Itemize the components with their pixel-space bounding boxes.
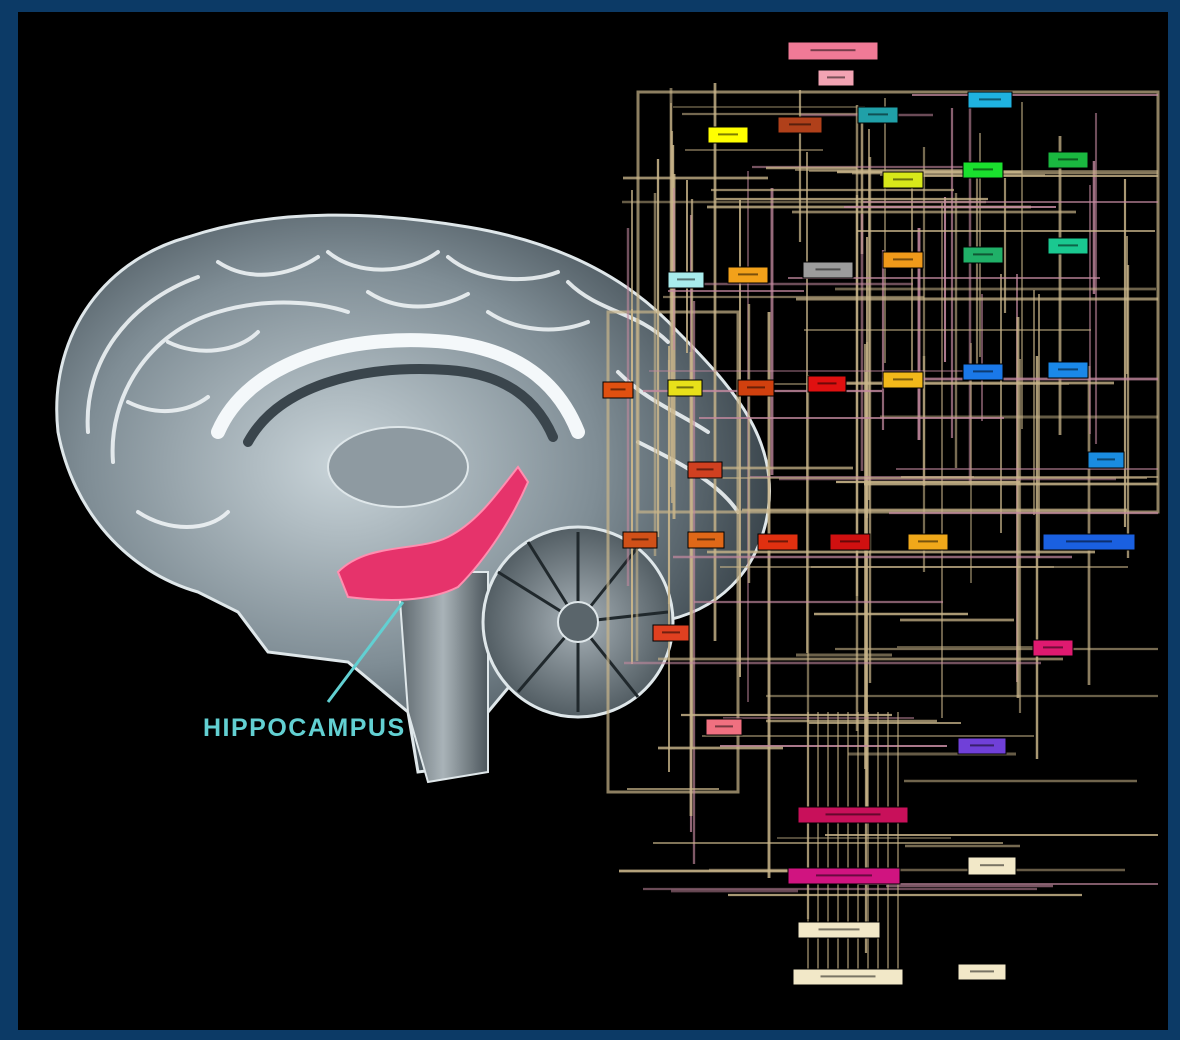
diagram-box-mark xyxy=(677,278,695,280)
diagram-box-mark xyxy=(789,123,811,125)
diagram-box-mark xyxy=(1058,158,1078,160)
diagram-box-mark xyxy=(893,178,913,180)
diagram-box-mark xyxy=(979,98,1001,100)
diagram-box-mark xyxy=(677,386,694,388)
diagram-box-mark xyxy=(970,970,994,972)
photo-canvas: HIPPOCAMPUS xyxy=(18,12,1168,1030)
diagram-box-mark xyxy=(973,253,993,255)
diagram-box-mark xyxy=(768,540,788,542)
diagram-box-mark xyxy=(697,468,714,470)
diagram-box-mark xyxy=(718,133,738,135)
diagram-box-mark xyxy=(662,631,680,633)
diagram-box-mark xyxy=(816,268,841,270)
diagram-box-mark xyxy=(893,378,913,380)
diagram-box-mark xyxy=(738,273,758,275)
diagram-box-mark xyxy=(821,975,876,977)
diagram-box-mark xyxy=(893,258,913,260)
diagram-box-mark xyxy=(1066,540,1112,542)
diagram-box-mark xyxy=(611,388,626,390)
diagram-box-mark xyxy=(1097,458,1115,460)
hippocampus-label: HIPPOCAMPUS xyxy=(203,714,406,743)
diagram-box-mark xyxy=(715,725,733,727)
diagram-box-mark xyxy=(840,540,860,542)
diagram-box-mark xyxy=(632,538,649,540)
diagram-box-mark xyxy=(1043,646,1063,648)
diagram-box-mark xyxy=(697,538,715,540)
diagram-box-mark xyxy=(816,874,872,876)
diagram-box-mark xyxy=(868,113,888,115)
diagram-box-mark xyxy=(826,813,881,815)
diagram-box-mark xyxy=(980,864,1004,866)
diagram-box-mark xyxy=(918,540,938,542)
diagram-box-mark xyxy=(819,928,860,930)
diagram-box-mark xyxy=(1058,244,1078,246)
wiring-diagram xyxy=(608,83,1158,972)
diagram-box-mark xyxy=(973,168,993,170)
cerebellum xyxy=(483,527,673,717)
illustration xyxy=(18,12,1168,1030)
diagram-box-mark xyxy=(747,386,765,388)
diagram-box-mark xyxy=(827,76,845,78)
brain xyxy=(57,215,770,782)
diagram-box-mark xyxy=(811,49,856,51)
diagram-box-mark xyxy=(970,744,994,746)
diagram-box-mark xyxy=(818,382,837,384)
diagram-box-mark xyxy=(1058,368,1078,370)
diagram-box-mark xyxy=(973,370,993,372)
